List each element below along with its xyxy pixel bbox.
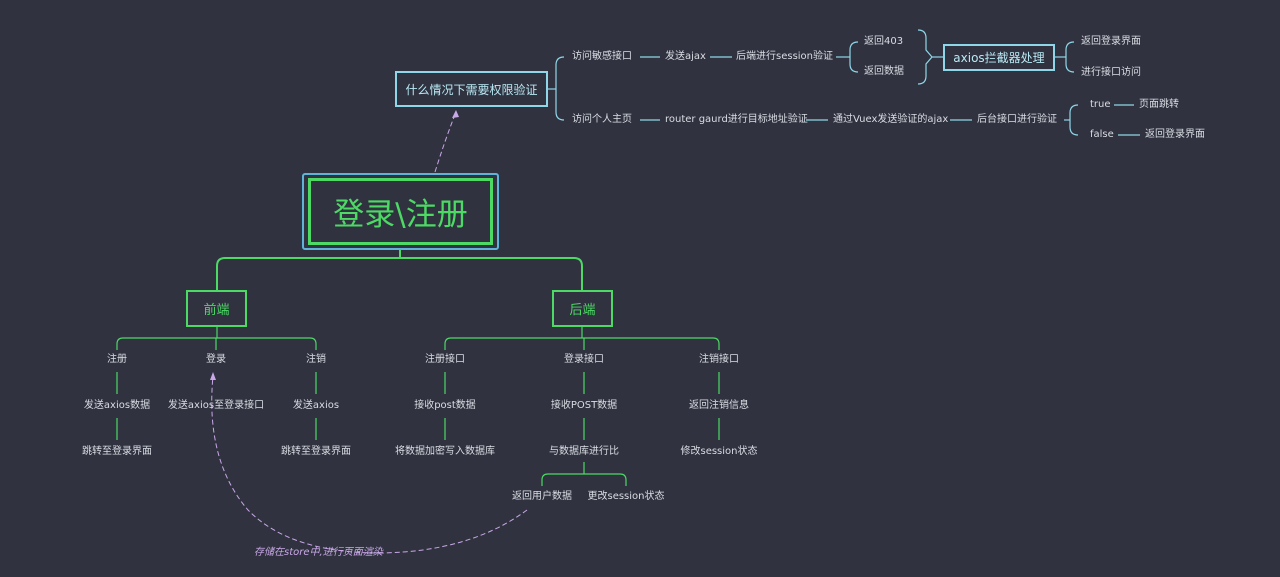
backend-login-outcome-session[interactable]: 更改session状态 [587, 491, 665, 502]
auth-return-login[interactable]: 返回登录界面 [1145, 129, 1205, 140]
backend-login-step-1[interactable]: 接收POST数据 [550, 400, 618, 411]
backend-register-step-2[interactable]: 将数据加密写入数据库 [395, 446, 495, 457]
auth-cond-false[interactable]: false [1090, 129, 1114, 140]
root-title: 登录\注册 [308, 178, 493, 245]
branch-connectors [116, 327, 720, 486]
axios-interceptor-node[interactable]: axios拦截器处理 [943, 44, 1055, 71]
auth-connectors [548, 29, 1140, 136]
frontend-register-step-2[interactable]: 跳转至登录界面 [82, 446, 152, 457]
frontend-login[interactable]: 登录 [206, 354, 226, 365]
backend-login-api[interactable]: 登录接口 [564, 354, 604, 365]
root-connectors [216, 250, 583, 290]
backend-login-step-2[interactable]: 与数据库进行比 [549, 446, 619, 457]
root-node[interactable]: 登录\注册 [302, 173, 499, 250]
backend-logout-step-2[interactable]: 修改session状态 [680, 446, 758, 457]
auth-backend-verify[interactable]: 后台接口进行验证 [977, 114, 1057, 125]
frontend-register-step-1[interactable]: 发送axios数据 [83, 400, 151, 411]
frontend-node[interactable]: 前端 [186, 290, 247, 327]
backend-register-api[interactable]: 注册接口 [425, 354, 465, 365]
backend-login-outcome-user-data[interactable]: 返回用户数据 [512, 491, 572, 502]
interceptor-proceed-api[interactable]: 进行接口访问 [1081, 67, 1141, 78]
auth-cond-true[interactable]: true [1090, 99, 1111, 110]
auth-personal-page[interactable]: 访问个人主页 [572, 114, 632, 125]
frontend-logout-step-1[interactable]: 发送axios [292, 400, 340, 411]
auth-question-node[interactable]: 什么情况下需要权限验证 [395, 71, 548, 107]
store-relation-note[interactable]: 存储在store中,进行页面渲染 [254, 547, 383, 558]
backend-logout-step-1[interactable]: 返回注销信息 [689, 400, 749, 411]
backend-register-step-1[interactable]: 接收post数据 [414, 400, 476, 411]
backend-node[interactable]: 后端 [552, 290, 613, 327]
frontend-register[interactable]: 注册 [107, 354, 127, 365]
frontend-logout-step-2[interactable]: 跳转至登录界面 [281, 446, 351, 457]
backend-logout-api[interactable]: 注销接口 [699, 354, 739, 365]
interceptor-return-login[interactable]: 返回登录界面 [1081, 36, 1141, 47]
auth-sensitive-api[interactable]: 访问敏感接口 [572, 51, 632, 62]
auth-page-redirect[interactable]: 页面跳转 [1139, 99, 1179, 110]
frontend-logout[interactable]: 注销 [306, 354, 326, 365]
auth-return-data[interactable]: 返回数据 [864, 66, 904, 77]
auth-send-ajax[interactable]: 发送ajax [665, 51, 706, 62]
auth-return-403[interactable]: 返回403 [864, 36, 904, 47]
frontend-login-step-1[interactable]: 发送axios至登录接口 [167, 400, 265, 411]
auth-router-guard[interactable]: router gaurd进行目标地址验证 [665, 114, 808, 125]
relation-arrows [210, 110, 459, 380]
auth-session-verify[interactable]: 后端进行session验证 [736, 51, 834, 62]
auth-vuex-ajax[interactable]: 通过Vuex发送验证的ajax [833, 114, 949, 125]
